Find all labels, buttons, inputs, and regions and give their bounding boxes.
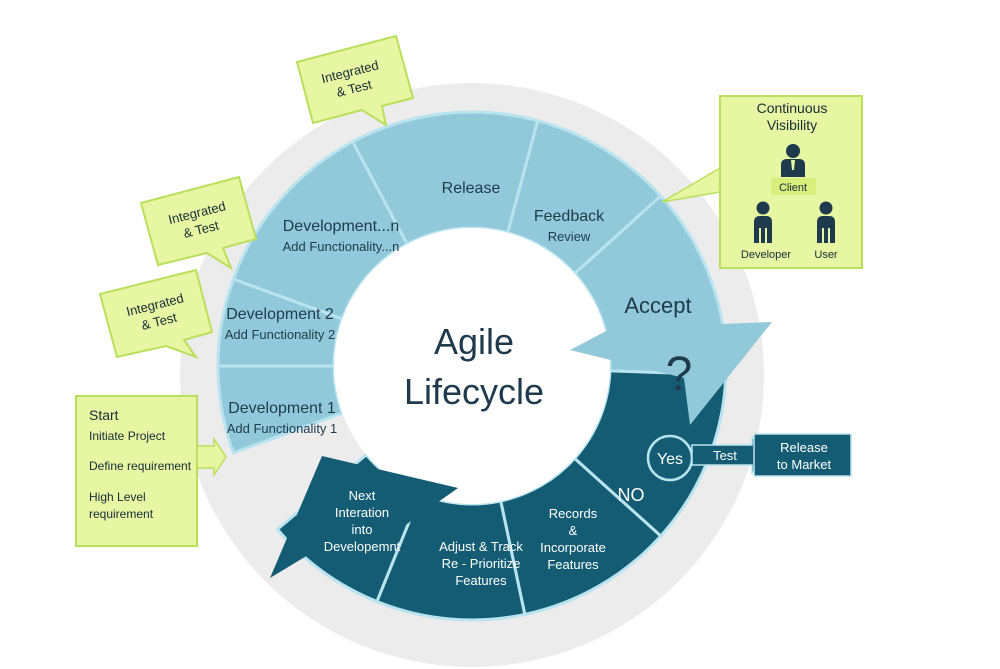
callout-integrated-test-middle: Integrated & Test (139, 175, 258, 271)
callout-integrated-test-bottom: Integrated & Test (98, 268, 214, 360)
test-label: Test (713, 448, 737, 463)
person-client-icon (781, 144, 805, 177)
start-item-3: High Level (89, 490, 146, 504)
title-line-2: Lifecycle (404, 371, 544, 412)
records-line-1: Records (549, 506, 598, 521)
callout-integrated-test-top: Integrated & Test (295, 34, 415, 128)
records-line-4: Features (547, 557, 599, 572)
feedback-title: Feedback (534, 208, 605, 225)
start-item-4: requirement (89, 507, 154, 521)
release-market-line-1: Release (780, 440, 828, 455)
start-box: Start Initiate Project Define requiremen… (75, 395, 227, 547)
client-label: Client (779, 182, 807, 194)
start-item-2: Define requirement (89, 459, 192, 473)
release-title: Release (442, 180, 501, 197)
release-to-market-box (753, 433, 852, 477)
developer-label: Developer (741, 249, 791, 261)
release-market-line-2: to Market (777, 457, 832, 472)
center-circle (334, 228, 610, 504)
person-user-icon (817, 201, 835, 243)
records-line-3: Incorporate (540, 540, 606, 555)
user-label: User (814, 249, 838, 261)
dev1-sub: Add Functionality 1 (227, 421, 338, 436)
next-line-3: into (352, 522, 373, 537)
question-mark-icon: ? (666, 348, 693, 401)
accept-arrow (570, 322, 772, 425)
adjust-line-2: Re - Prioritize (442, 556, 521, 571)
start-box-arrow (196, 436, 227, 478)
continuous-visibility-box: Continuous Visibility Client Developer U… (661, 95, 863, 269)
visibility-title-1: Continuous (757, 100, 828, 116)
devn-sub: Add Functionality...n (283, 239, 400, 254)
next-line-2: Interation (335, 505, 389, 520)
start-title: Start (89, 407, 119, 423)
dev1-title: Development 1 (228, 400, 336, 417)
client-label-bg (771, 178, 816, 195)
yes-label: Yes (657, 451, 683, 468)
start-item-1: Initiate Project (89, 429, 166, 443)
person-developer-icon (754, 201, 772, 243)
records-line-2: & (569, 523, 578, 538)
visibility-title-2: Visibility (767, 117, 817, 133)
decision-flow: Yes Test Release to Market (646, 433, 852, 482)
next-iteration-arrow (270, 456, 458, 578)
adjust-line-1: Adjust & Track (439, 539, 523, 554)
next-line-1: Next (349, 488, 376, 503)
no-title: NO (618, 485, 645, 505)
accept-title: Accept (624, 293, 691, 318)
dev2-title: Development 2 (226, 306, 334, 323)
feedback-sub: Review (548, 229, 591, 244)
next-line-4: Developemnt (324, 539, 401, 554)
title-line-1: Agile (434, 321, 514, 362)
adjust-line-3: Features (455, 573, 507, 588)
devn-title: Development...n (283, 218, 400, 235)
dev2-sub: Add Functionality 2 (225, 327, 336, 342)
